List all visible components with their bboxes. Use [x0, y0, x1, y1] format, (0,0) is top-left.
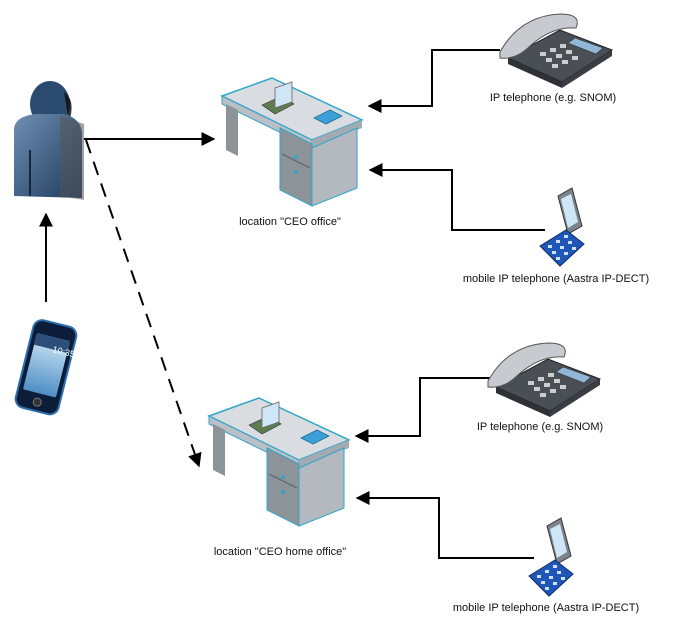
arrow-mobile-to-home-office: [355, 491, 534, 559]
label-ceo-home-office: location "CEO home office": [213, 546, 347, 558]
ip-telephone-icon: [499, 13, 614, 88]
label-ceo-office: location "CEO office": [239, 216, 341, 228]
person-icon: [14, 81, 84, 200]
smartphone-icon: [14, 319, 78, 416]
label-mobile-telephone-top: mobile IP telephone (Aastra IP-DECT): [462, 273, 650, 285]
arrow-person-to-home-office-dashed: [85, 139, 202, 468]
arrow-ip-phone-to-home-office: [354, 377, 490, 443]
mobile-phone-icon: [528, 517, 574, 597]
arrow-ip-phone-to-office: [367, 49, 500, 113]
label-mobile-telephone-bottom: mobile IP telephone (Aastra IP-DECT): [452, 602, 640, 614]
label-ip-telephone-top: IP telephone (e.g. SNOM): [489, 92, 617, 104]
connectors: [39, 49, 545, 559]
arrow-mobile-to-office: [368, 163, 545, 231]
desk-icon: [207, 397, 351, 527]
ip-telephone-icon: [487, 342, 602, 417]
label-ip-telephone-bottom: IP telephone (e.g. SNOM): [476, 421, 604, 433]
mobile-phone-icon: [539, 187, 585, 267]
desk-icon: [220, 77, 364, 207]
